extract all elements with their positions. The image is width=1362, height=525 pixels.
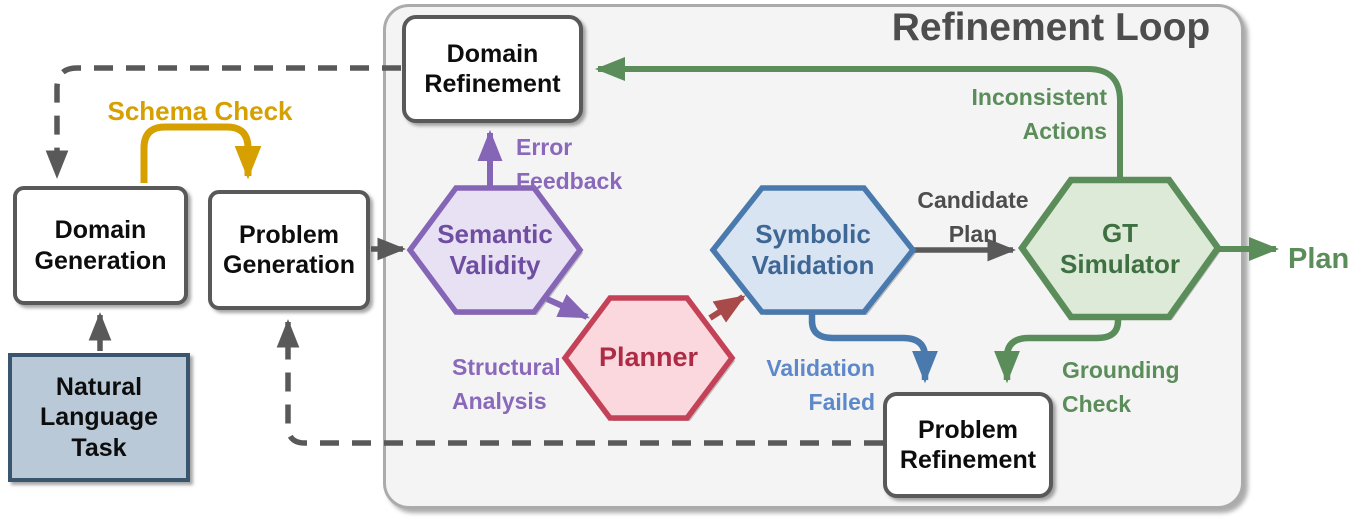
planner-hexagon [561, 295, 736, 421]
arrow-problem-refinement-to-problem-generation [276, 319, 883, 446]
edge-label-grounding-check: Grounding Check [1062, 357, 1180, 418]
node-natural-language-task: Natural Language Task [8, 353, 190, 482]
edge-label-error-feedback: Error Feedback [516, 134, 623, 195]
arrow-schema-check [140, 123, 262, 183]
edge-label-candidate-plan: Candidate Plan [917, 187, 1029, 248]
edge-label-structural-analysis: Structural Analysis [452, 354, 561, 415]
edge-label-validation-failed: Validation Failed [766, 355, 875, 416]
node-planner-label: Planner [598, 342, 699, 373]
symbolic-validation-hexagon [709, 185, 917, 315]
edge-label-plan-output: Plan [1288, 243, 1350, 275]
node-domain-refinement: Domain Refinement [402, 15, 583, 123]
node-gt-simulator-label: GT Simulator [1060, 217, 1180, 279]
node-domain-generation: Domain Generation [13, 186, 188, 305]
node-symbolic-validation-label: Symbolic Validation [751, 219, 875, 280]
arrow-gt-to-domain-refinement [595, 57, 1123, 181]
node-problem-generation: Problem Generation [208, 190, 370, 310]
refinement-loop-title: Refinement Loop [891, 6, 1211, 49]
edge-label-schema-check: Schema Check [107, 96, 293, 126]
node-problem-refinement: Problem Refinement [883, 392, 1053, 498]
arrow-planner-to-symbolic [708, 294, 746, 323]
arrow-gt-to-problem-refinement [994, 316, 1122, 384]
gt-simulator-hexagon [1018, 176, 1222, 321]
node-semantic-validity-label: Semantic Validity [437, 219, 553, 280]
arrow-domain-refinement-to-domain-generation [45, 65, 401, 179]
arrow-symbolic-to-problem-refinement [808, 313, 938, 384]
edge-label-inconsistent-actions: Inconsistent Actions [971, 84, 1107, 145]
arrow-semantic-to-planner [545, 294, 590, 320]
semantic-validity-hexagon [406, 185, 584, 315]
